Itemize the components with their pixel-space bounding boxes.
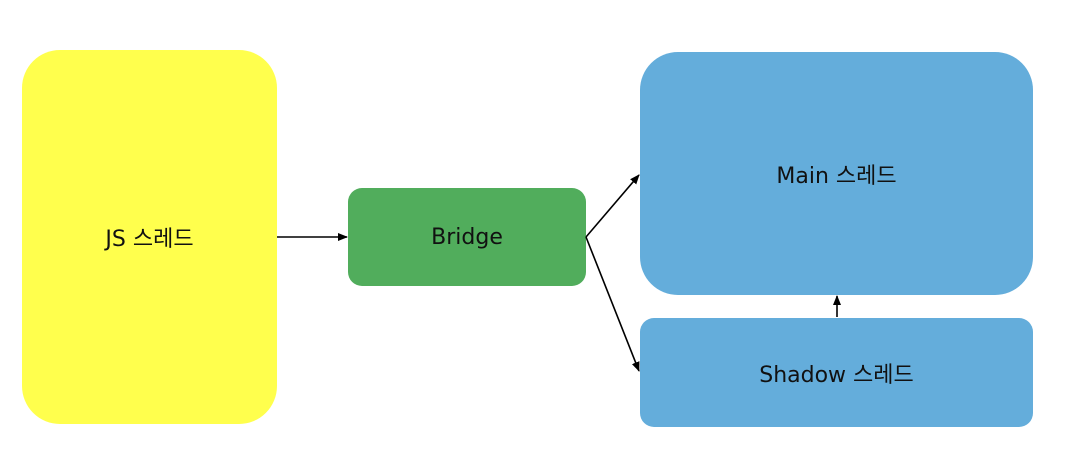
js-thread-label: JS 스레드 <box>105 227 194 252</box>
shadow-thread-box: Shadow 스레드 <box>640 318 1033 427</box>
bridge-label: Bridge <box>431 224 503 250</box>
arrow-bridge-to-shadow <box>585 236 640 372</box>
arrow-bridge-to-main <box>585 174 640 238</box>
js-thread-box: JS 스레드 <box>22 50 277 424</box>
main-thread-label: Main 스레드 <box>776 164 897 189</box>
bridge-box: Bridge <box>348 188 586 286</box>
shadow-thread-label: Shadow 스레드 <box>759 362 914 388</box>
main-thread-box: Main 스레드 <box>640 52 1033 295</box>
